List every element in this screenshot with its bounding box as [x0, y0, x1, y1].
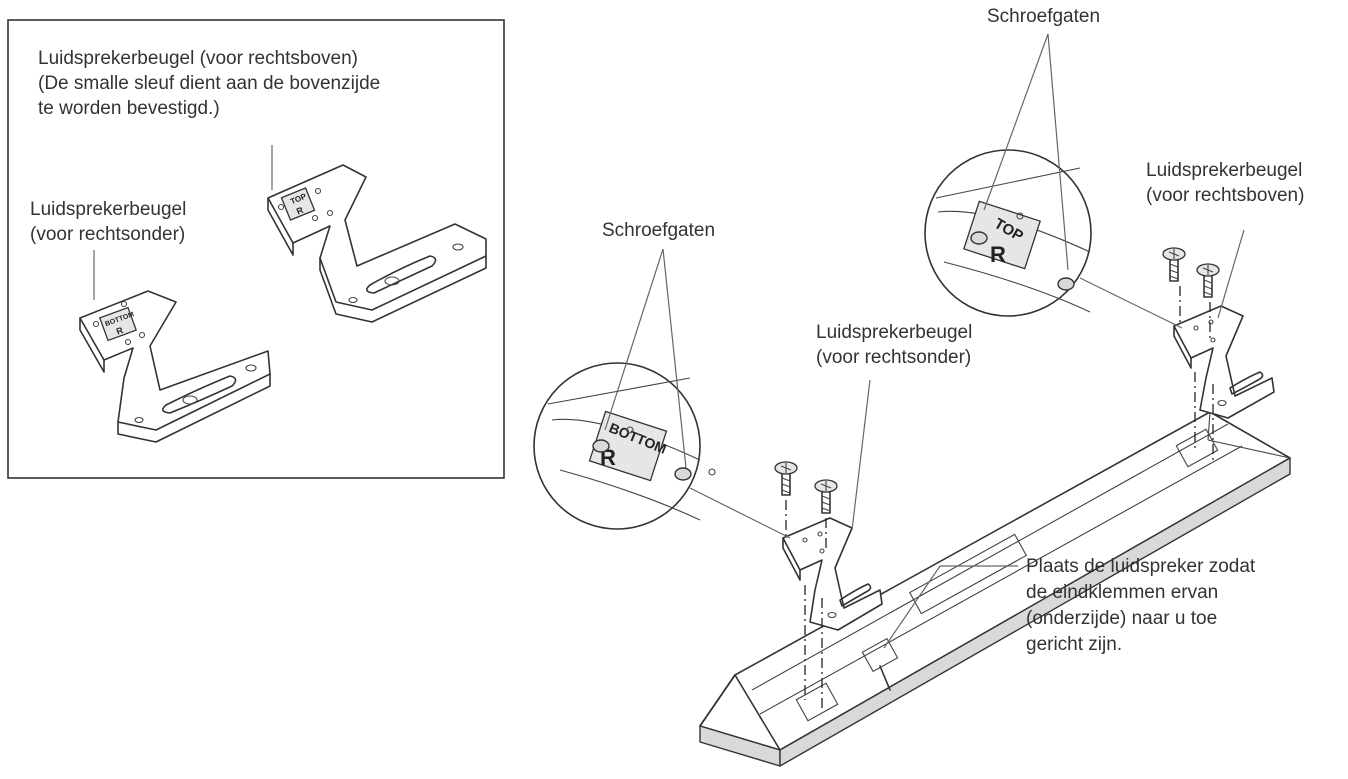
inset-top-plate-side: R	[295, 205, 305, 217]
inset-top-bracket-line-1: Luidsprekerbeugel (voor rechtsboven)	[38, 48, 359, 69]
placement-note: Plaats de luidspreker zodat de eindklemm…	[1026, 554, 1255, 658]
zoom-circle-bottom: BOTTOM R	[533, 362, 716, 530]
main-top-bracket-label: Luidsprekerbeugel (voor rechtsboven)	[1146, 158, 1304, 208]
placement-note-line-3: (onderzijde) naar u toe	[1026, 608, 1218, 629]
main-bottom-bracket-line-2: (voor rechtsonder)	[816, 347, 972, 368]
inset-bottom-plate-side: R	[115, 325, 125, 337]
inset-top-bracket-label: Luidsprekerbeugel (voor rechtsboven) (De…	[38, 46, 380, 121]
zoom-circle-top: TOP R	[924, 149, 1092, 317]
main-top-screws	[1162, 247, 1220, 298]
placement-note-line-2: de eindklemmen ervan	[1026, 582, 1219, 603]
speaker-unit	[699, 411, 1291, 767]
inset-frame	[7, 19, 505, 479]
placement-note-line-4: gericht zijn.	[1026, 634, 1123, 655]
main-top-bracket-line-1: Luidsprekerbeugel	[1146, 160, 1303, 181]
inset-top-bracket-line-3: te worden bevestigd.)	[38, 98, 220, 119]
inset-bottom-bracket-line-2: (voor rechtsonder)	[30, 224, 186, 245]
screw-holes-label-bottom: Schroefgaten	[602, 220, 716, 241]
main-top-bracket	[1173, 305, 1275, 419]
inset-top-bracket: TOP R	[267, 164, 487, 323]
main-bottom-screws	[774, 461, 838, 514]
placement-note-line-1: Plaats de luidspreker zodat	[1026, 556, 1256, 577]
inset-bottom-bracket-line-1: Luidsprekerbeugel	[30, 199, 187, 220]
inset-bottom-bracket-label: Luidsprekerbeugel (voor rechtsonder)	[30, 197, 186, 247]
inset-top-bracket-line-2: (De smalle sleuf dient aan de bovenzijde	[38, 73, 381, 94]
main-bottom-bracket-label: Luidsprekerbeugel (voor rechtsonder)	[816, 320, 972, 370]
zoom-top-plate-side: R	[990, 242, 1006, 267]
inset-bottom-bracket: BOTTOM R	[79, 290, 271, 443]
screw-holes-label-top: Schroefgaten	[987, 6, 1101, 27]
main-bottom-bracket	[782, 517, 883, 631]
main-bottom-bracket-line-1: Luidsprekerbeugel	[816, 322, 973, 343]
main-top-bracket-line-2: (voor rechtsboven)	[1146, 185, 1305, 206]
